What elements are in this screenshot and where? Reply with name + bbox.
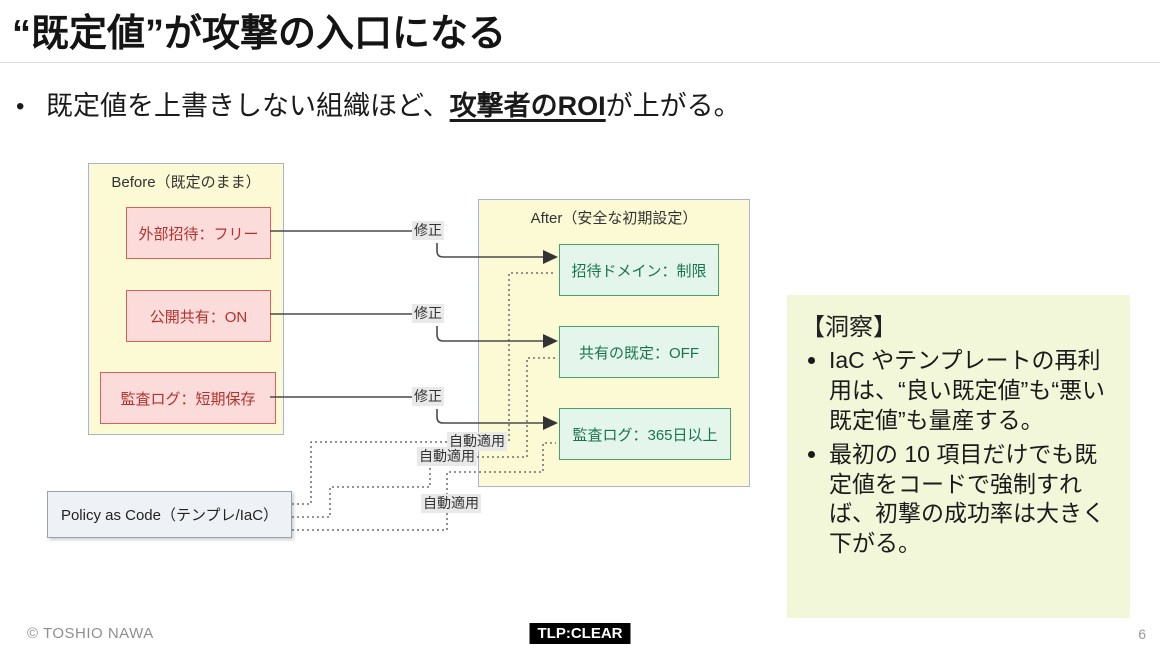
bullet-marker: •: [16, 93, 25, 120]
tlp-clear-badge: TLP:CLEAR: [529, 623, 631, 644]
page-title: “既定値”が攻撃の入口になる: [12, 13, 507, 55]
fix-label-2: 修正: [412, 304, 444, 323]
fix-label-3: 修正: [412, 387, 444, 406]
after-item-invite-domain: 招待ドメイン：制限: [559, 244, 719, 296]
insight-list: IaC やテンプレートの再利用は、“良い既定値”も“悪い既定値”も量産する。 最…: [801, 346, 1116, 559]
key-point-pre: 既定値を上書きしない組織ほど、: [46, 91, 450, 121]
before-group: Before（既定のまま） 外部招待：フリー 公開共有：ON 監査ログ：短期保存: [88, 163, 284, 435]
after-item-audit-log: 監査ログ：365日以上: [559, 408, 731, 460]
before-item-audit-log: 監査ログ：短期保存: [100, 372, 276, 424]
after-group: After（安全な初期設定） 招待ドメイン：制限 共有の既定：OFF 監査ログ：…: [478, 199, 750, 487]
after-item-sharing-default: 共有の既定：OFF: [559, 326, 719, 378]
before-item-public-sharing: 公開共有：ON: [126, 290, 271, 342]
key-point-emphasis: 攻撃者のROI: [449, 91, 606, 121]
page-number: 6: [1138, 626, 1146, 642]
insight-panel: 【洞察】 IaC やテンプレートの再利用は、“良い既定値”も“悪い既定値”も量産…: [787, 295, 1130, 618]
auto-apply-label-3: 自動適用: [421, 494, 481, 513]
title-divider: [0, 62, 1160, 63]
insight-title: 【洞察】: [801, 314, 897, 341]
policy-as-code-box: Policy as Code（テンプレ/IaC）: [47, 491, 292, 538]
copyright-text: © TOSHIO NAWA: [27, 625, 154, 642]
before-item-external-invite: 外部招待：フリー: [126, 207, 271, 259]
after-group-label: After（安全な初期設定）: [530, 210, 698, 227]
auto-apply-label-2: 自動適用: [417, 447, 477, 466]
insight-bullet-1: IaC やテンプレートの再利用は、“良い既定値”も“悪い既定値”も量産する。: [829, 346, 1116, 436]
insight-bullet-2: 最初の 10 項目だけでも既定値をコードで強制すれば、初撃の成功率は大きく下がる…: [829, 440, 1116, 560]
fix-label-1: 修正: [412, 221, 444, 240]
key-point-post: が上がる。: [605, 91, 741, 121]
key-point: • 既定値を上書きしない組織ほど、攻撃者のROIが上がる。: [16, 84, 741, 123]
before-group-label: Before（既定のまま）: [111, 174, 261, 191]
